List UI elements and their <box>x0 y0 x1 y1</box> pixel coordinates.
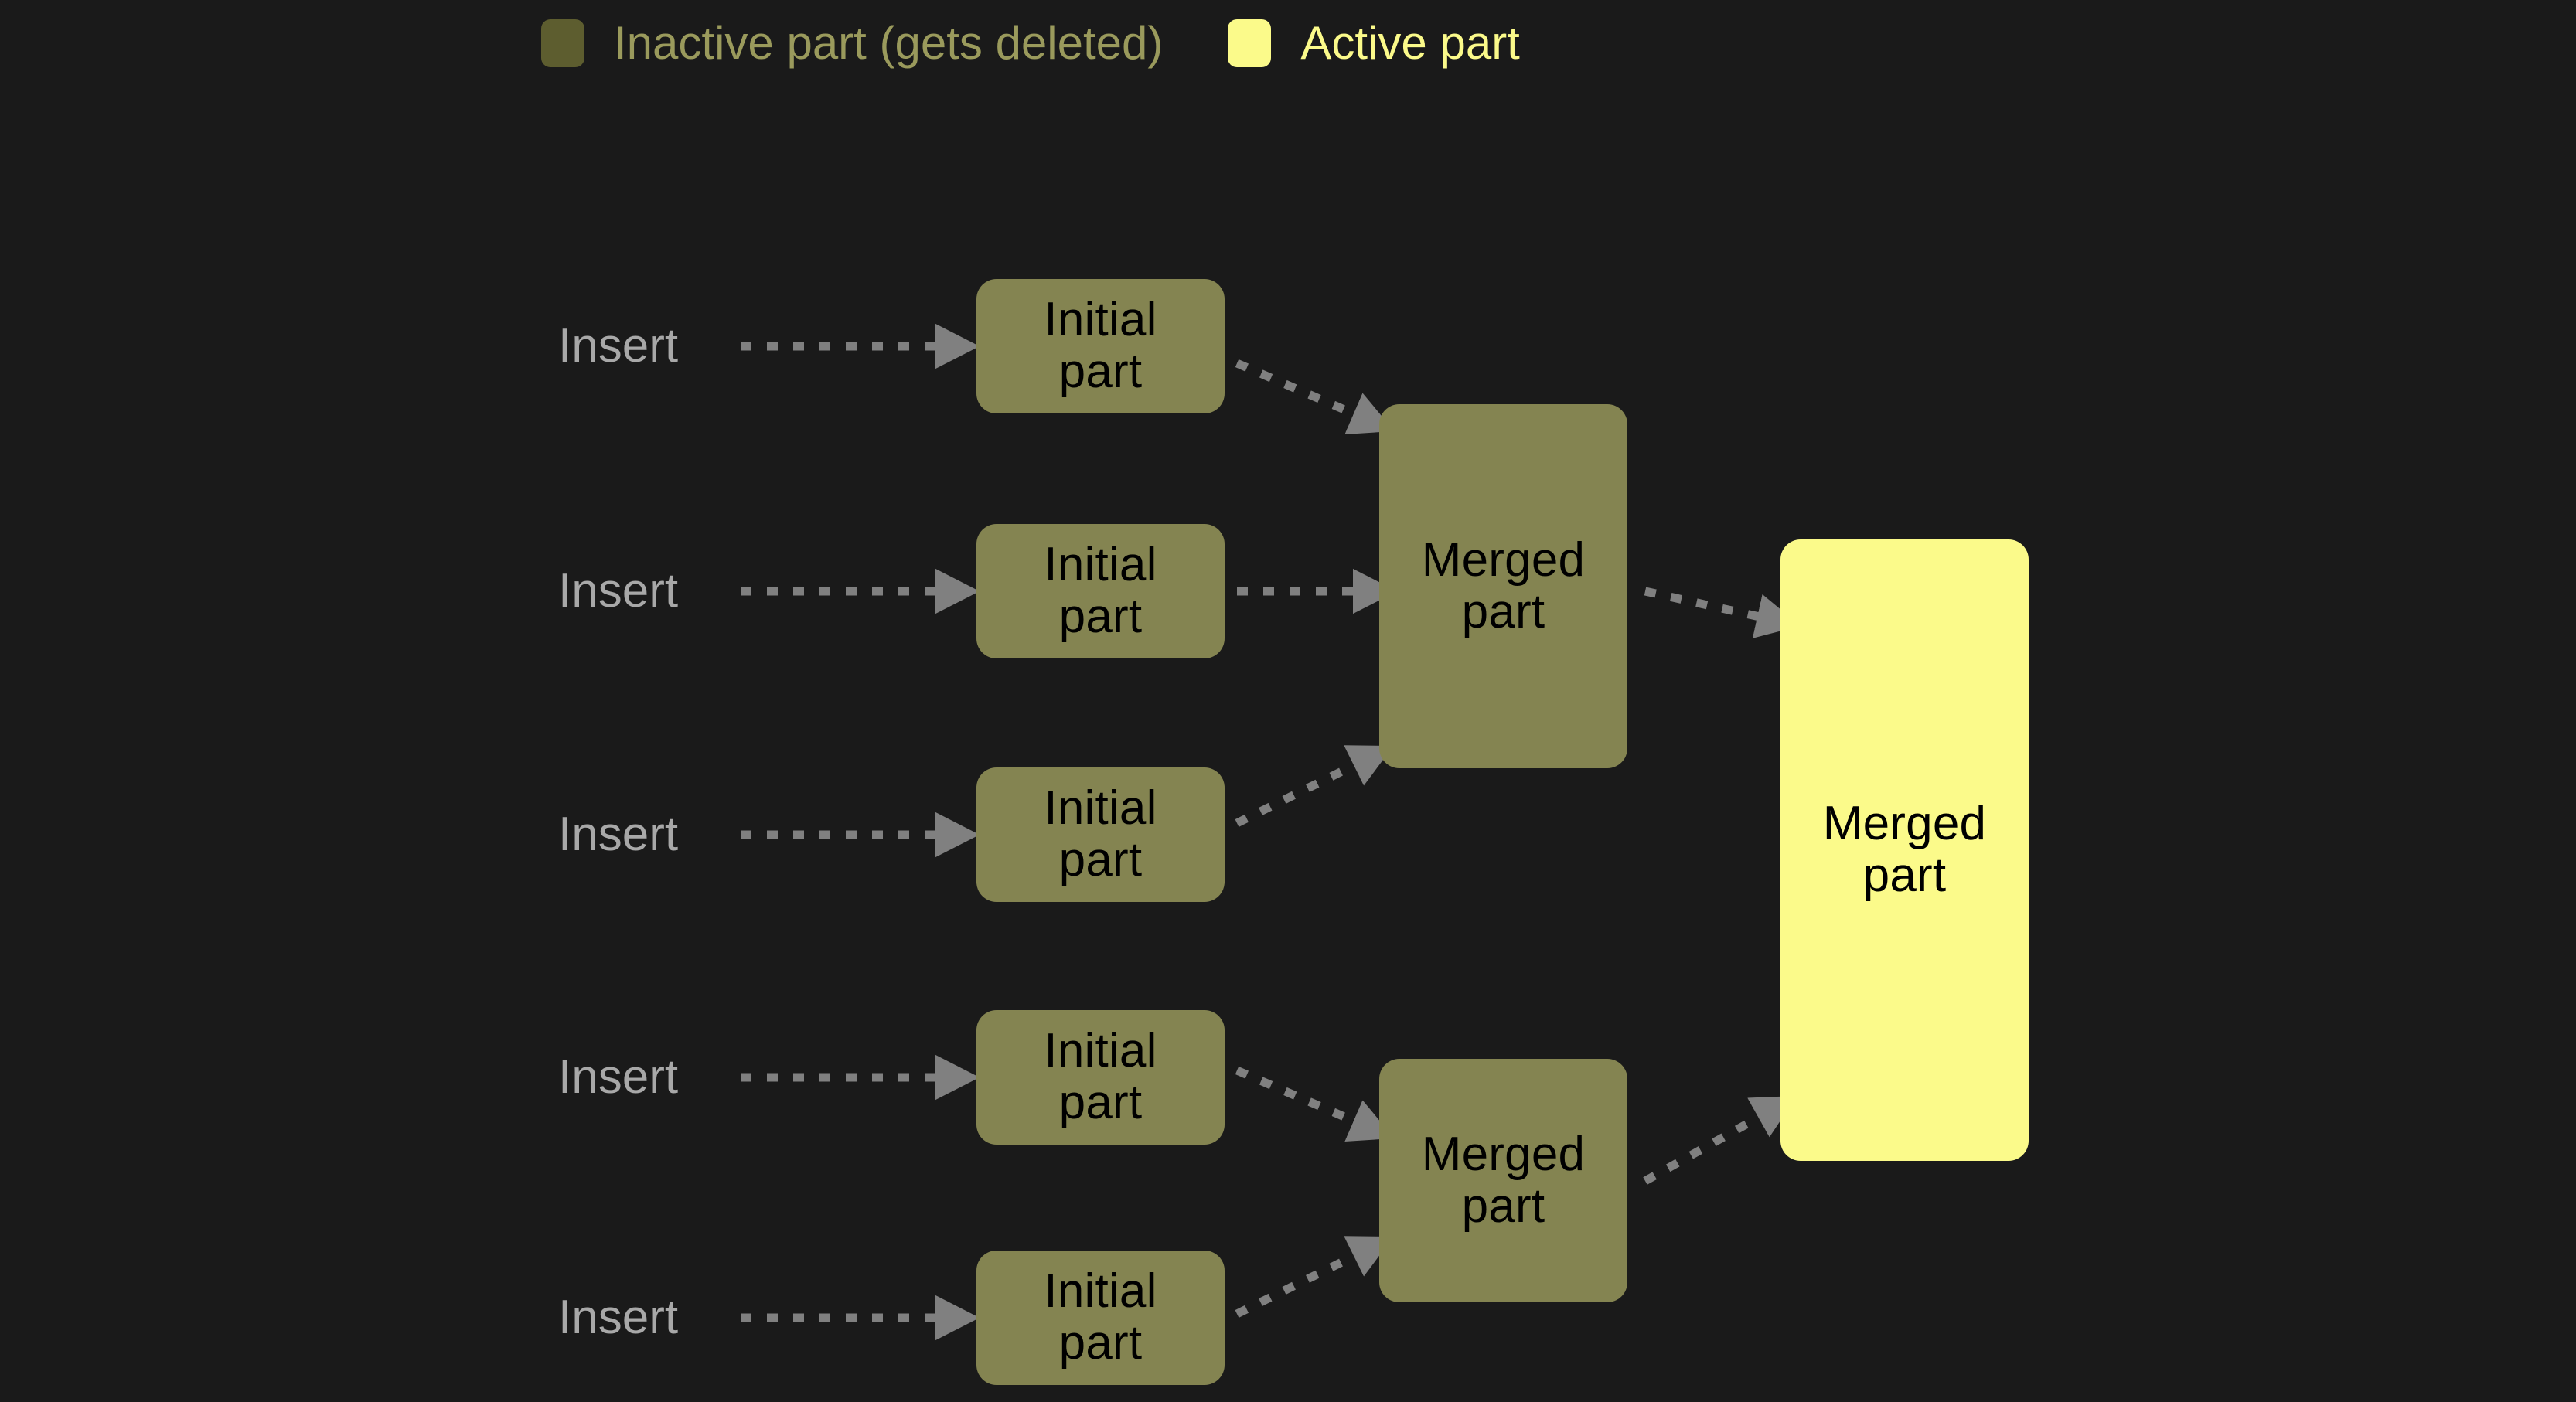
node-initial-part-4[interactable]: Initial part <box>976 1010 1225 1145</box>
node-merged-part-lower-line2: part <box>1461 1179 1545 1233</box>
node-merged-part-upper-line2: part <box>1461 584 1545 638</box>
node-initial-part-4-line1: Initial <box>1044 1024 1157 1078</box>
node-initial-part-1-line1: Initial <box>1044 293 1157 347</box>
insert-label-1: Insert <box>558 319 679 373</box>
node-merged-part-upper[interactable]: Merged part <box>1379 404 1627 768</box>
node-initial-part-1-label: Initial part <box>1044 294 1157 398</box>
node-initial-part-3-label: Initial part <box>1044 781 1157 886</box>
legend: Inactive part (gets deleted) Active part <box>541 17 1520 70</box>
insert-label-2: Insert <box>558 564 679 618</box>
node-initial-part-2[interactable]: Initial part <box>976 524 1225 658</box>
node-initial-part-2-line2: part <box>1058 590 1143 643</box>
legend-label-inactive: Inactive part (gets deleted) <box>614 17 1164 69</box>
legend-swatch-inactive-icon <box>541 19 584 67</box>
arrow-merged-lower-to-final <box>1643 1095 1797 1185</box>
node-initial-part-3-line2: part <box>1058 833 1143 886</box>
insert-label-5: Insert <box>558 1291 679 1344</box>
arrow-initial4-to-merged-lower <box>1235 1066 1395 1142</box>
node-merged-part-lower[interactable]: Merged part <box>1379 1059 1627 1302</box>
node-initial-part-5-line2: part <box>1058 1316 1143 1370</box>
node-initial-part-2-line1: Initial <box>1044 538 1157 592</box>
node-initial-part-5[interactable]: Initial part <box>976 1251 1225 1385</box>
node-merged-part-active-line2: part <box>1862 849 1947 902</box>
legend-item-inactive: Inactive part (gets deleted) <box>541 19 1163 67</box>
node-initial-part-1[interactable]: Initial part <box>976 279 1225 413</box>
insert-label-4: Insert <box>558 1050 679 1104</box>
node-initial-part-4-line2: part <box>1058 1076 1143 1129</box>
arrow-initial5-to-merged-lower <box>1235 1236 1394 1318</box>
node-initial-part-3[interactable]: Initial part <box>976 767 1225 902</box>
arrow-merged-upper-to-final <box>1644 587 1801 638</box>
legend-item-active: Active part <box>1228 17 1520 69</box>
node-merged-part-upper-line1: Merged <box>1421 533 1586 587</box>
node-initial-part-1-line2: part <box>1058 345 1143 398</box>
node-merged-part-upper-label: Merged part <box>1421 533 1586 638</box>
node-initial-part-2-label: Initial part <box>1044 539 1157 643</box>
node-initial-part-5-label: Initial part <box>1044 1264 1157 1370</box>
node-merged-part-active[interactable]: Merged part <box>1780 539 2029 1161</box>
legend-spacer <box>1163 43 1228 44</box>
node-initial-part-3-line1: Initial <box>1044 781 1157 835</box>
node-merged-part-active-label: Merged part <box>1823 798 1986 902</box>
node-merged-part-lower-label: Merged part <box>1421 1127 1586 1233</box>
node-initial-part-4-label: Initial part <box>1044 1024 1157 1129</box>
arrow-initial1-to-merged-upper <box>1235 359 1395 434</box>
insert-label-3: Insert <box>558 808 679 861</box>
node-initial-part-5-line1: Initial <box>1044 1264 1157 1319</box>
node-merged-part-active-line1: Merged <box>1822 797 1987 851</box>
legend-label-active: Active part <box>1300 17 1520 69</box>
legend-swatch-active-icon <box>1228 19 1272 67</box>
arrow-initial3-to-merged-upper <box>1235 745 1394 827</box>
node-merged-part-lower-line1: Merged <box>1421 1127 1586 1181</box>
